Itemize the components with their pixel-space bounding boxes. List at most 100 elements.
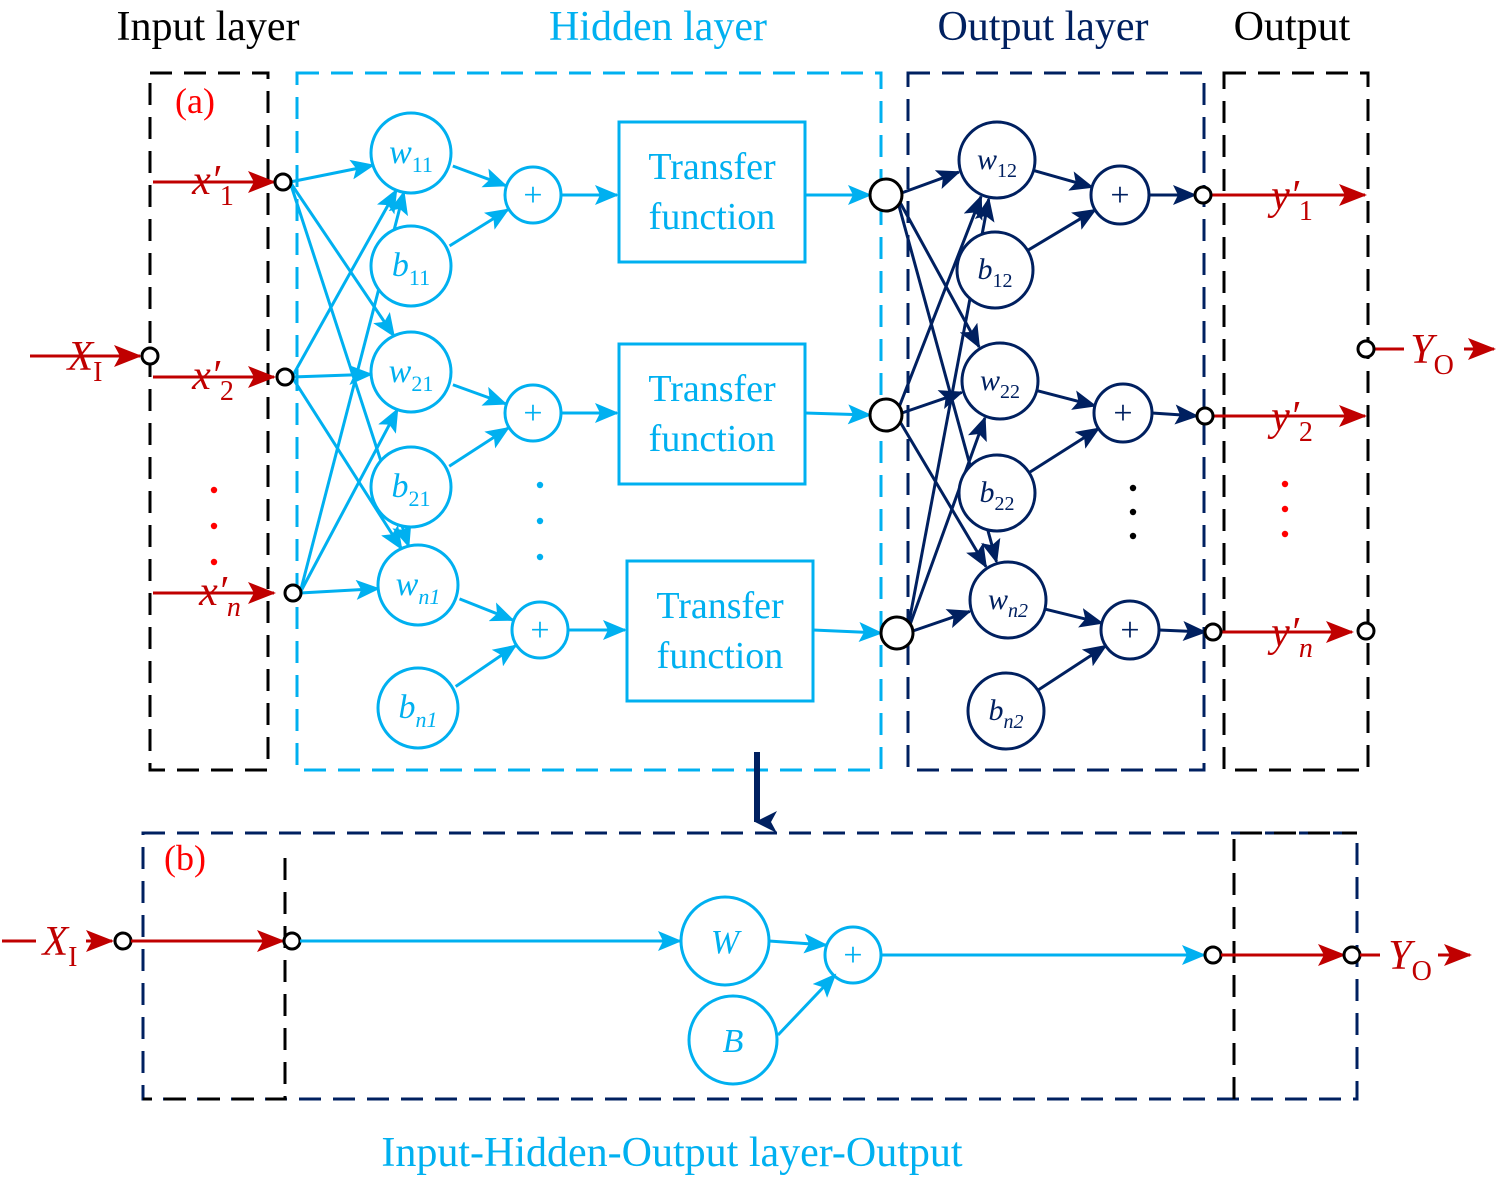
output-ellipsis-dot-red: [1281, 505, 1289, 513]
panel-b-weight-label: W: [711, 924, 742, 961]
output-node-2: [1195, 406, 1215, 426]
panel-b-hidden-input-node: [282, 931, 302, 951]
panel-b-output-terminal: [1342, 945, 1362, 965]
output-box: [1222, 71, 1370, 772]
transfer-function-box: [617, 120, 807, 264]
output-sum-to-node: [1151, 404, 1199, 425]
output-weight-label: w22: [980, 364, 1020, 403]
hidden-bias-to-sum: [448, 426, 510, 468]
panel-b-output-label-bg: [1380, 928, 1438, 976]
transfer-function-label-line2: function: [657, 635, 784, 677]
output-layer-box: [906, 71, 1206, 772]
output-bias-label: b22: [980, 476, 1015, 515]
title-input-layer: Input layer: [116, 4, 299, 50]
output-bias-label: b12: [978, 253, 1013, 292]
output-label-3: y′n: [1267, 610, 1313, 664]
output-weight-node: [968, 560, 1048, 640]
output-label-2: y′2: [1267, 394, 1313, 448]
output-bias-node: [955, 230, 1035, 310]
output-bias-node: [957, 453, 1037, 533]
panel-label-a: (a): [175, 81, 215, 121]
output-bias-node: [966, 671, 1046, 751]
output-ellipsis-dot: [1129, 508, 1137, 516]
output-bias-to-sum: [1028, 427, 1101, 474]
hidden-weight-to-sum: [452, 383, 508, 406]
hidden-connection: [289, 159, 375, 184]
title-output-layer: Output layer: [937, 4, 1148, 50]
output-node-3: [1203, 622, 1223, 642]
output-sum-symbol: +: [1120, 612, 1139, 649]
transfer-to-hidden-output: [812, 622, 883, 643]
hidden-output-node-2: [868, 397, 904, 433]
panel-b-input-node: [113, 931, 133, 951]
output-n-terminal: [1356, 621, 1376, 641]
panel-b-bias-label: B: [723, 1023, 744, 1060]
hidden-bias-label: b21: [392, 468, 431, 511]
panel-b-box: [141, 831, 1359, 1101]
hidden-weight-to-sum: [458, 597, 515, 622]
panel-label-b: (b): [164, 838, 206, 878]
transfer-function-box: [617, 342, 807, 486]
input-node-1: [273, 172, 293, 192]
panel-b-input-label: XI: [41, 919, 78, 973]
transfer-function-label-line1: Transfer: [648, 146, 776, 188]
panel-b-output-node: [1203, 945, 1223, 965]
output-weight-to-sum: [1036, 389, 1097, 410]
output-connection: [905, 416, 987, 634]
panel-b-output-label: YO: [1388, 933, 1432, 987]
output-connection: [894, 194, 983, 416]
output-sum-symbol: +: [1110, 177, 1129, 214]
transfer-function-label-line2: function: [649, 418, 776, 460]
input-node-2: [275, 367, 295, 387]
output-connection: [895, 170, 961, 197]
output-ellipsis-dot-red: [1281, 530, 1289, 538]
hidden-connection: [291, 365, 374, 386]
output-bias-to-sum: [1036, 644, 1108, 692]
input-x-label: XI: [66, 334, 103, 388]
panel-b-weight-to-sum: [768, 933, 828, 954]
panel-b-bias-node: [687, 994, 779, 1086]
hidden-bias-node: [376, 666, 460, 750]
output-connection: [906, 609, 972, 635]
output-ellipsis-dot: [1129, 532, 1137, 540]
title-output: Output: [1234, 4, 1351, 50]
transfer-function-label-line2: function: [649, 196, 776, 238]
title-hidden-layer: Hidden layer: [549, 4, 767, 50]
hidden-bias-label: b11: [392, 247, 430, 290]
output-weight-to-sum: [1033, 168, 1095, 191]
output-label-1: y′1: [1267, 173, 1313, 227]
hidden-ellipsis-dot: [536, 481, 544, 489]
input-ellipsis-dot: [210, 558, 218, 566]
input-node-3: [283, 583, 303, 603]
panel-b-bias-to-sum: [776, 973, 837, 1037]
hidden-weight-label: wn1: [396, 566, 441, 609]
bottom-caption: Input-Hidden-Output layer-Output: [381, 1130, 963, 1176]
hidden-sum-symbol: +: [530, 612, 549, 649]
hidden-weight-label: w11: [389, 134, 433, 177]
input-ellipsis-dot: [210, 522, 218, 530]
hidden-weight-node: [369, 111, 453, 195]
hidden-weight-label: w21: [389, 353, 434, 396]
transfer-function-label-line1: Transfer: [656, 585, 784, 627]
output-node-1: [1193, 185, 1213, 205]
hidden-sum-symbol: +: [523, 395, 542, 432]
output-sum-symbol: +: [1113, 395, 1132, 432]
output-y-label-bg: [1404, 322, 1464, 370]
hidden-weight-node: [369, 330, 453, 414]
transfer-to-hidden-output: [804, 404, 872, 425]
hidden-connection: [290, 188, 398, 378]
output-bias-to-sum: [1026, 208, 1097, 252]
panel-b-sum-symbol: +: [843, 937, 862, 974]
hidden-bias-node: [369, 224, 453, 308]
hidden-weight-to-sum: [452, 164, 508, 188]
output-ellipsis-dot: [1129, 484, 1137, 492]
output-weight-to-sum: [1044, 607, 1104, 628]
hidden-connection: [298, 407, 399, 594]
hidden-weight-node: [376, 543, 460, 627]
output-weight-label: wn2: [988, 583, 1028, 622]
output-weight-label: w12: [977, 143, 1017, 182]
input-label-2: x′2: [191, 353, 234, 407]
hidden-ellipsis-dot: [536, 553, 544, 561]
hidden-ellipsis-dot: [536, 517, 544, 525]
